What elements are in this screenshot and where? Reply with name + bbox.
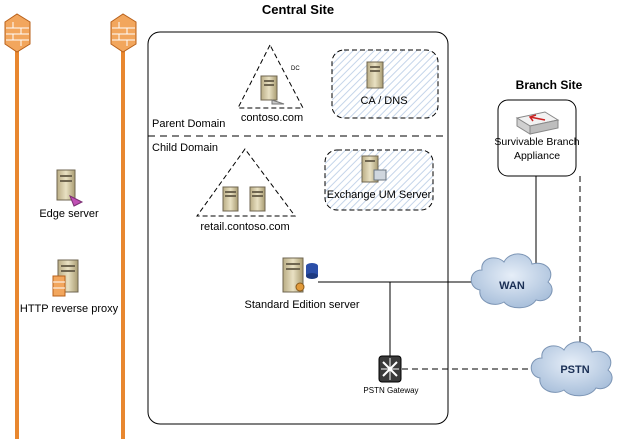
- firewall-left-icon: [4, 13, 31, 53]
- child-dc-triangle: [196, 148, 296, 217]
- ca-dns-box: [331, 49, 439, 119]
- edge-server-label: Edge server: [39, 208, 99, 220]
- pstn-gateway-label: PSTN Gateway: [363, 386, 419, 395]
- child-dc-server-icon-2: [249, 186, 266, 212]
- appliance-label-line2: Appliance: [513, 150, 561, 162]
- firewall-right: [110, 13, 137, 439]
- exchange-um-label: Exchange UM Server: [326, 189, 432, 201]
- central-site-title: Central Site: [261, 2, 335, 17]
- parent-dc-server-icon: [260, 75, 285, 105]
- edge-server-icon: [56, 169, 84, 207]
- child-domain-name: retail.contoso.com: [200, 221, 290, 233]
- firewall-right-icon: [110, 13, 137, 53]
- child-domain-label: Child Domain: [152, 142, 219, 154]
- branch-site-title: Branch Site: [515, 78, 583, 92]
- ca-dns-server-icon: [366, 61, 384, 89]
- wan-label: WAN: [499, 280, 525, 292]
- firewall-left: [4, 13, 31, 439]
- central-site-box: [147, 31, 449, 425]
- standard-edition-server-icon: [282, 257, 318, 293]
- appliance-label-line1: Survivable Branch: [494, 136, 580, 148]
- exchange-um-server-icon: [361, 155, 387, 183]
- parent-domain-label: Parent Domain: [152, 118, 226, 130]
- pstn-label: PSTN: [560, 364, 590, 376]
- child-dc-server-icon-1: [222, 186, 239, 212]
- pstn-cloud: [530, 341, 613, 397]
- dc-badge: DC: [291, 66, 300, 72]
- wan-cloud: [470, 253, 553, 309]
- pstn-gateway-icon: [378, 355, 402, 383]
- ca-dns-label: CA / DNS: [360, 95, 408, 107]
- http-reverse-proxy-label: HTTP reverse proxy: [19, 303, 119, 315]
- survivable-branch-appliance-icon: [515, 111, 560, 135]
- standard-edition-label: Standard Edition server: [244, 299, 360, 311]
- http-reverse-proxy-icon: [52, 259, 79, 297]
- parent-domain-name: contoso.com: [240, 112, 304, 124]
